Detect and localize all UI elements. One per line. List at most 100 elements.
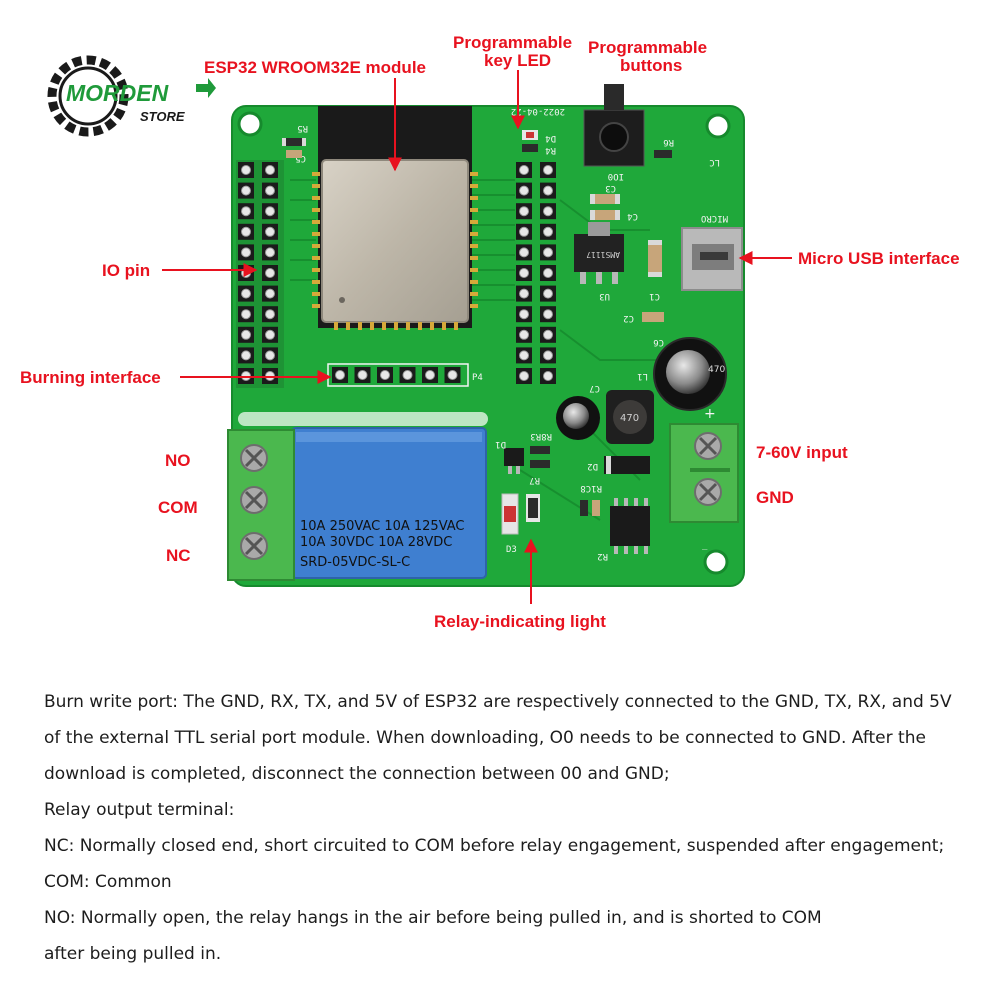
label-key-led-1: Programmable — [453, 33, 572, 52]
callouts: ESP32 WROOM32E module Programmable key L… — [20, 33, 960, 631]
header-pin-hole — [519, 329, 529, 340]
label-no: NO — [165, 451, 191, 470]
micro-usb-port: MICRO — [681, 213, 743, 291]
header-pin-hole — [265, 206, 275, 217]
description-line-4: Relay output terminal: — [44, 800, 235, 820]
button-cap — [599, 122, 629, 152]
svg-text:R6: R6 — [663, 137, 674, 147]
header-pin-hole — [519, 288, 529, 299]
header-pin-hole — [519, 165, 529, 175]
header-pin-hole — [519, 268, 529, 278]
header-pin-hole — [265, 329, 275, 340]
svg-text:_: _ — [702, 541, 708, 551]
header-pin-hole — [265, 226, 275, 237]
description-line-7: NO: Normally open, the relay hangs in th… — [44, 908, 822, 928]
label-gnd: GND — [756, 488, 794, 507]
header-pin-hole — [241, 350, 251, 361]
svg-text:U3: U3 — [599, 291, 610, 301]
svg-text:R8R3: R8R3 — [530, 431, 552, 441]
svg-text:IO0: IO0 — [608, 171, 624, 181]
esp32-module — [312, 106, 478, 330]
header-pin-hole — [425, 370, 435, 380]
label-relay-light: Relay-indicating light — [434, 612, 606, 631]
description-line-2: of the external TTL serial port module. … — [44, 728, 926, 748]
header-pin-hole — [519, 247, 529, 258]
svg-text:+: + — [704, 406, 716, 422]
header-pin-hole — [265, 288, 275, 299]
header-pin-hole — [265, 247, 275, 258]
svg-text:R4: R4 — [545, 145, 556, 155]
header-pin-hole — [543, 165, 553, 175]
svg-text:AMS1117: AMS1117 — [586, 250, 620, 259]
smd-components: R5 C5 2022-04-22 D4 R4 IO0 R6 LC C3 C4 — [282, 84, 720, 323]
header-pin-hole — [265, 309, 275, 320]
svg-text:P4: P4 — [472, 373, 483, 383]
board-diagram: MORDEN STORE — [20, 33, 960, 631]
description-line-8: after being pulled in. — [44, 944, 222, 964]
relay-rating-1: 10A 250VAC 10A 125VAC — [300, 519, 465, 534]
label-esp32: ESP32 WROOM32E module — [204, 58, 426, 77]
header-pin-hole — [241, 206, 251, 217]
label-buttons-1: Programmable — [588, 38, 707, 57]
svg-text:C1: C1 — [649, 291, 660, 301]
svg-text:470: 470 — [620, 413, 639, 424]
header-pin-hole — [265, 350, 275, 361]
header-pin-hole — [241, 309, 251, 320]
arrow-icon — [196, 78, 216, 98]
svg-text:R2: R2 — [597, 551, 608, 561]
description-text: Burn write port: The GND, RX, TX, and 5V… — [44, 684, 974, 972]
header-pin-hole — [380, 370, 390, 380]
io-pin-header-left — [236, 160, 284, 388]
header-pin-hole — [241, 226, 251, 237]
header-pin-hole — [543, 185, 553, 196]
brand-bottom: STORE — [140, 109, 185, 124]
header-pin-hole — [519, 185, 529, 196]
inductor-l1: 470 L1 — [606, 371, 654, 444]
header-pin-hole — [543, 247, 553, 258]
label-com: COM — [158, 498, 198, 517]
header-pin-hole — [402, 370, 413, 380]
capacitor-c7: C7 — [556, 383, 600, 440]
description-line-5: NC: Normally closed end, short circuited… — [44, 836, 945, 856]
description-line-6: COM: Common — [44, 872, 172, 892]
svg-text:MICRO: MICRO — [701, 213, 728, 223]
header-pin-hole — [335, 370, 345, 380]
brand-top: MORDEN — [66, 80, 169, 106]
lower-smd: D1 R8R3 R7 D2 R1C8 R2 D3 — [495, 431, 650, 561]
label-io-pin: IO pin — [102, 261, 150, 280]
relay-terminal-block — [227, 429, 295, 581]
svg-text:R5: R5 — [297, 123, 308, 133]
header-pin-hole — [519, 206, 529, 217]
header-pin-hole — [543, 288, 553, 299]
svg-text:L1: L1 — [637, 371, 648, 381]
header-pin-hole — [543, 268, 553, 278]
svg-text:D4: D4 — [545, 133, 556, 143]
header-pin-hole — [447, 370, 458, 380]
header-pin-hole — [519, 309, 529, 320]
power-terminal-block: _ — [669, 423, 739, 551]
svg-text:C7: C7 — [589, 383, 600, 393]
header-pin-hole — [241, 165, 251, 175]
header-pin-hole — [241, 288, 251, 299]
svg-text:D2: D2 — [587, 461, 598, 471]
header-pin-hole — [241, 185, 251, 196]
svg-text:R1C8: R1C8 — [580, 483, 602, 493]
svg-text:C6: C6 — [653, 337, 664, 347]
header-pin-hole — [265, 165, 275, 175]
header-pin-hole — [241, 329, 251, 340]
header-pin-hole — [357, 370, 368, 380]
relay-model: SRD-05VDC-SL-C — [300, 555, 410, 570]
label-buttons-2: buttons — [620, 56, 682, 75]
capacitor-c6: 470 C6 + — [653, 337, 727, 422]
svg-text:2022-04-22: 2022-04-22 — [511, 106, 565, 116]
header-pin-hole — [543, 226, 553, 237]
svg-text:D1: D1 — [495, 439, 506, 449]
label-burning: Burning interface — [20, 368, 161, 387]
svg-text:R7: R7 — [529, 475, 540, 485]
svg-text:470: 470 — [708, 365, 725, 375]
burning-interface-header: P4 — [327, 363, 483, 387]
header-pin-hole — [519, 226, 529, 237]
svg-text:C2: C2 — [623, 313, 634, 323]
svg-text:C4: C4 — [627, 211, 638, 221]
